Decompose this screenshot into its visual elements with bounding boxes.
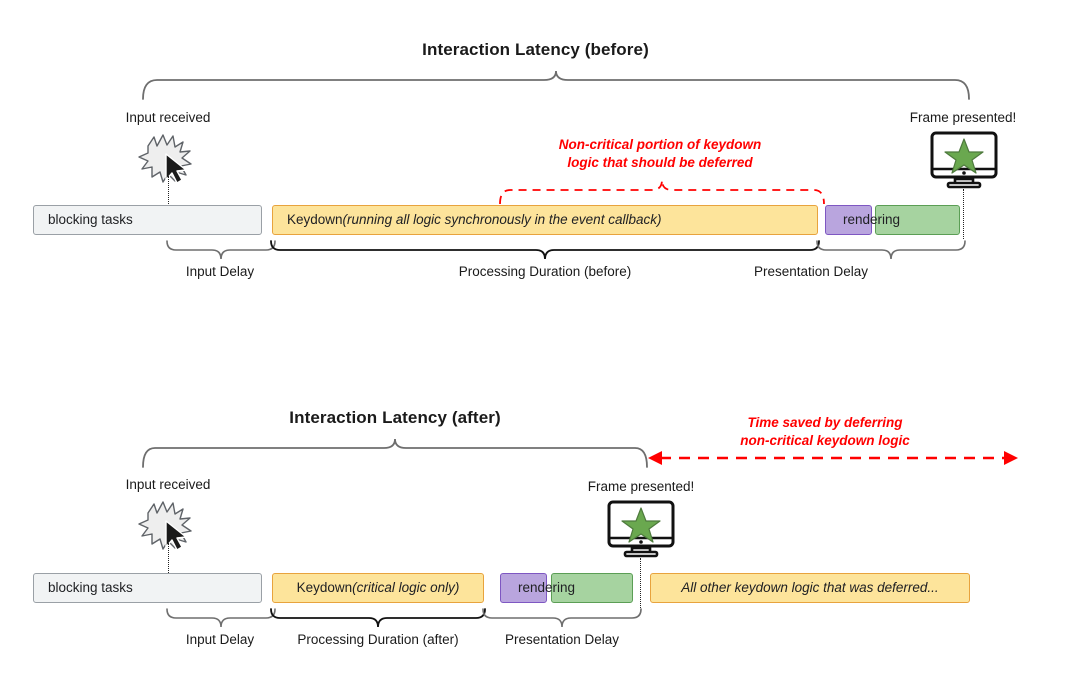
after-rendering-label: rendering xyxy=(518,580,576,595)
after-annotation-line2: non-critical keydown logic xyxy=(740,432,910,448)
after-bar-deferred-work[interactable]: All other keydown logic that was deferre… xyxy=(650,573,970,603)
before-presentation-delay-brace xyxy=(814,240,968,262)
burst-cursor-icon xyxy=(136,128,198,191)
before-bar-presentation-purple[interactable] xyxy=(825,205,872,235)
after-annotation-line1: Time saved by deferring xyxy=(747,415,903,430)
before-diagram-title: Interaction Latency (before) xyxy=(422,40,649,59)
before-bar-presentation-green[interactable] xyxy=(875,205,960,235)
before-total-latency-brace xyxy=(140,70,972,100)
before-bar-keydown-detail: (running all logic synchronously in the … xyxy=(342,212,662,228)
after-presentation-delay-label: Presentation Delay xyxy=(504,632,620,647)
after-processing-duration-label: Processing Duration (after) xyxy=(297,632,459,647)
before-bar-keydown[interactable]: Keydown (running all logic synchronously… xyxy=(272,205,818,235)
monitor-star-icon xyxy=(605,500,677,563)
after-bar-blocking-tasks-label: blocking tasks xyxy=(48,580,133,596)
after-input-guide-line xyxy=(168,543,169,577)
before-input-received-label: Input received xyxy=(125,110,211,125)
after-input-delay-label: Input Delay xyxy=(185,632,255,647)
after-bar-keydown-detail: (critical logic only) xyxy=(352,580,460,596)
after-frame-guide-line xyxy=(640,558,641,608)
after-input-received-label: Input received xyxy=(125,477,211,492)
before-input-guide-line xyxy=(168,176,169,210)
before-bar-blocking-tasks-label: blocking tasks xyxy=(48,212,133,228)
after-input-delay-brace xyxy=(164,608,278,630)
monitor-star-icon xyxy=(928,131,1000,194)
before-annotation-line2: logic that should be deferred xyxy=(567,154,753,170)
after-diagram-title: Interaction Latency (after) xyxy=(289,408,501,427)
before-frame-presented-label: Frame presented! xyxy=(909,110,1017,125)
after-bar-keydown-label: Keydown xyxy=(296,580,353,596)
after-bar-presentation-green[interactable] xyxy=(551,573,633,603)
before-annotation-text: Non-critical portion of keydown logic th… xyxy=(460,136,860,172)
after-processing-duration-brace xyxy=(268,608,488,630)
after-bar-keydown[interactable]: Keydown (critical logic only) xyxy=(272,573,484,603)
before-processing-duration-brace xyxy=(268,240,822,262)
before-annotation-dashed-brace xyxy=(496,178,828,211)
after-presentation-delay-brace xyxy=(480,608,644,630)
burst-cursor-icon xyxy=(136,495,198,558)
before-input-delay-label: Input Delay xyxy=(185,264,255,279)
after-bar-presentation-purple[interactable] xyxy=(500,573,547,603)
before-bar-keydown-label: Keydown xyxy=(287,212,343,228)
after-total-latency-brace xyxy=(140,438,650,468)
after-bar-deferred-work-label: All other keydown logic that was deferre… xyxy=(681,580,939,596)
before-annotation-line1: Non-critical portion of keydown xyxy=(558,137,762,152)
before-processing-duration-label: Processing Duration (before) xyxy=(458,264,632,279)
after-time-saved-arrow xyxy=(646,448,1020,473)
before-bar-blocking-tasks[interactable]: blocking tasks xyxy=(33,205,262,235)
before-frame-guide-line xyxy=(963,189,964,239)
after-bar-blocking-tasks[interactable]: blocking tasks xyxy=(33,573,262,603)
before-presentation-delay-label: Presentation Delay xyxy=(753,264,869,279)
after-frame-presented-label: Frame presented! xyxy=(587,479,695,494)
before-rendering-label: rendering xyxy=(843,212,901,227)
after-annotation-text: Time saved by deferring non-critical key… xyxy=(630,414,1020,450)
before-input-delay-brace xyxy=(164,240,278,262)
